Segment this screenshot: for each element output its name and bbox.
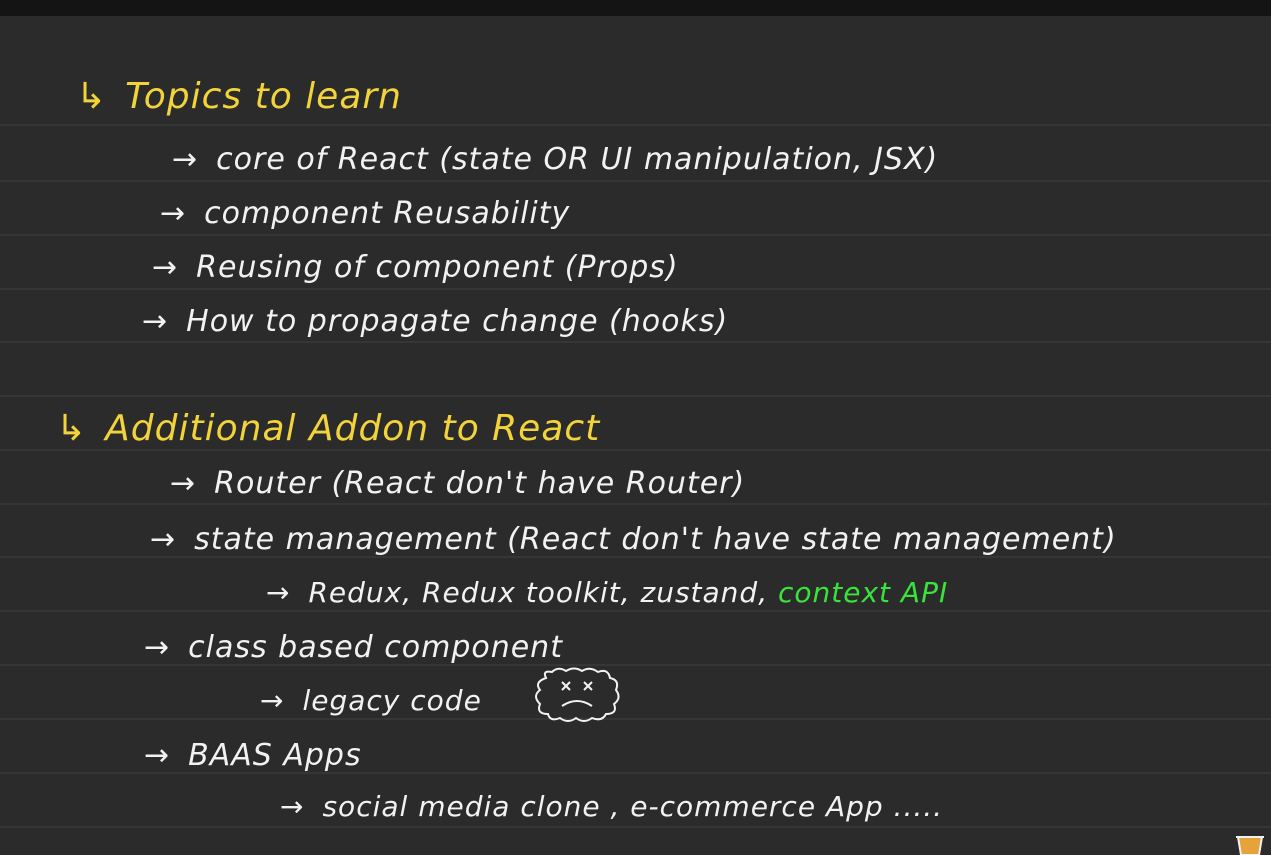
hook-arrow-icon: ↳ [56,408,88,449]
list-item: → core of React (state OR UI manipulation… [172,142,938,177]
item-text: component Reusability [204,196,571,231]
arrow-icon: → [142,304,169,339]
arrow-icon: → [266,576,291,609]
item-text: Router (React don't have Router) [214,466,746,501]
sad-face-doodle-icon [535,667,620,722]
item-text: social media clone , e-commerce App ....… [322,790,944,823]
list-item: → How to propagate change (hooks) [142,304,728,339]
list-item-baas: → BAAS Apps [144,738,362,773]
highlight-text: context API [778,576,949,609]
heading-text: Additional Addon to React [105,408,601,449]
arrow-icon: → [152,250,179,285]
section-heading-topics: ↳ Topics to learn [76,76,402,117]
arrow-icon: → [172,142,199,177]
list-item-router: → Router (React don't have Router) [170,466,745,501]
top-bar [0,0,1271,16]
list-subitem-state-libraries: → Redux, Redux toolkit, zustand, context … [266,576,948,609]
list-item-state-management: → state management (React don't have stat… [150,522,1117,557]
arrow-icon: → [280,790,305,823]
item-text: Redux, Redux toolkit, zustand, [308,576,769,609]
heading-text: Topics to learn [125,76,402,117]
list-item-class-based: → class based component [144,630,563,665]
list-item: → Reusing of component (Props) [152,250,679,285]
arrow-icon: → [160,196,187,231]
item-text: core of React (state OR UI manipulation,… [216,142,939,177]
section-heading-addons: ↳ Additional Addon to React [56,408,600,449]
item-text: Reusing of component (Props) [196,250,679,285]
hook-arrow-icon: ↳ [76,76,108,117]
list-subitem-legacy: → legacy code [260,684,482,717]
arrow-icon: → [150,522,177,557]
list-item: → component Reusability [160,196,570,231]
item-text: BAAS Apps [188,738,362,773]
item-text: class based component [188,630,563,665]
item-text: state management (React don't have state… [194,522,1117,557]
arrow-icon: → [144,630,171,665]
arrow-icon: → [260,684,285,717]
arrow-icon: → [144,738,171,773]
item-text: legacy code [302,684,482,717]
list-subitem-baas-examples: → social media clone , e-commerce App ...… [280,790,943,823]
coffee-cup-icon [1236,836,1264,855]
arrow-icon: → [170,466,197,501]
item-text: How to propagate change (hooks) [186,304,729,339]
